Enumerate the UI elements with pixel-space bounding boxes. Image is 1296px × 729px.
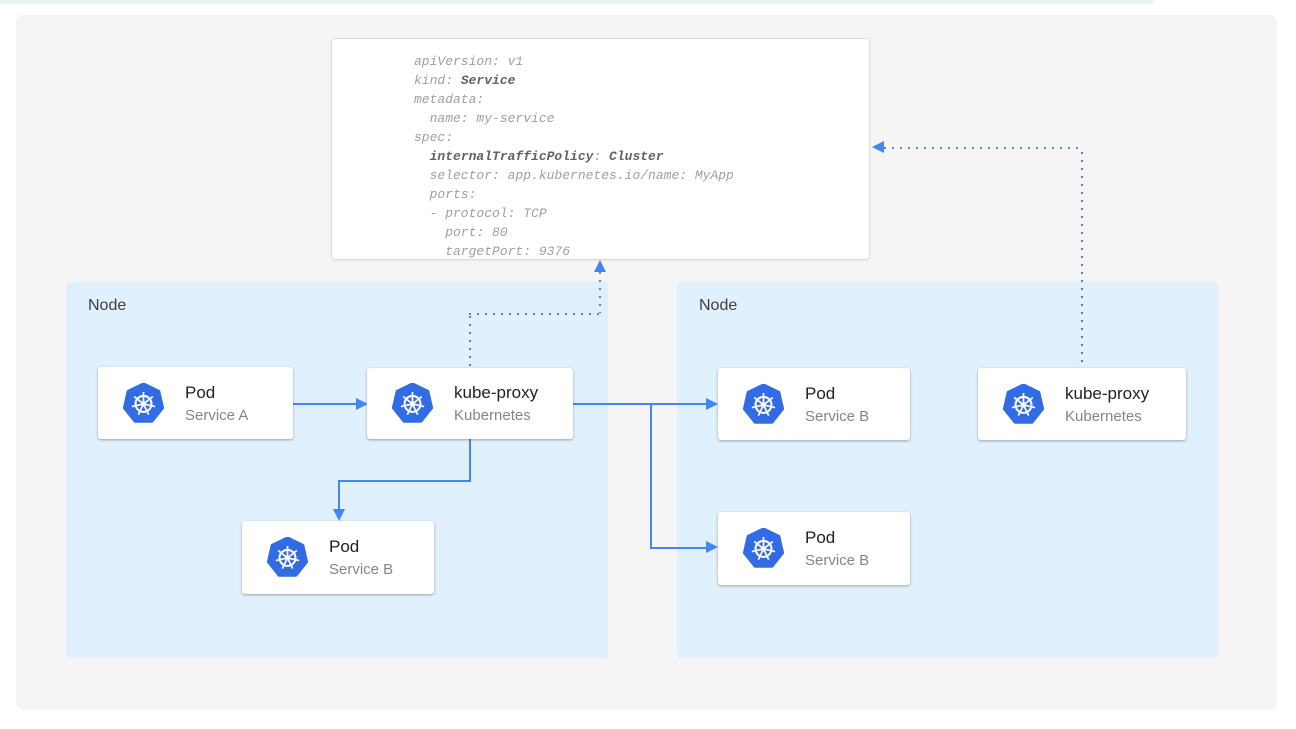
kubernetes-logo-icon xyxy=(267,537,308,577)
kubernetes-logo-icon xyxy=(743,528,784,568)
line-kubeproxy1-elbow xyxy=(338,480,471,482)
dotted-line-kubeproxy2-horizontal xyxy=(884,147,1083,149)
card-subtitle: Service B xyxy=(329,561,394,578)
dotted-line-kubeproxy2-up xyxy=(1081,152,1083,368)
line-branch-down xyxy=(650,404,652,549)
card-subtitle: Service B xyxy=(805,407,870,425)
dotted-arrowhead-to-yaml-right xyxy=(872,141,884,153)
card-title: kube-proxy xyxy=(1065,383,1150,403)
card-subtitle: Kubernetes xyxy=(454,407,531,424)
node-label: Node xyxy=(699,297,738,314)
dotted-line-kubeproxy1-up2 xyxy=(599,272,601,313)
card-pod-service-b-right-bottom: Pod Service B xyxy=(718,512,910,585)
card-pod-service-b-right-top: Pod Service B xyxy=(718,368,910,440)
arrowhead-into-pod-b-right-top xyxy=(706,398,718,410)
line-branch-right xyxy=(650,547,706,549)
card-kube-proxy-right: kube-proxy Kubernetes xyxy=(978,368,1186,440)
line-kubeproxy1-to-right-node xyxy=(573,403,706,405)
dotted-line-kubeproxy1-up xyxy=(469,316,471,368)
line-kubeproxy1-down2 xyxy=(338,480,340,510)
card-title: Pod xyxy=(805,528,836,547)
dotted-line-kubeproxy1-horizontal xyxy=(469,313,601,315)
card-title: Pod xyxy=(805,383,836,403)
kubernetes-logo-icon xyxy=(1003,383,1044,424)
node-box-right: Node xyxy=(677,282,1218,658)
arrowhead-into-kubeproxy1 xyxy=(356,398,368,410)
kubernetes-logo-icon xyxy=(392,383,433,423)
card-title: Pod xyxy=(185,382,216,402)
card-pod-service-a: Pod Service A xyxy=(98,367,293,439)
arrowhead-into-pod-b-left xyxy=(333,509,345,521)
kubernetes-logo-icon xyxy=(123,382,164,423)
card-title: Pod xyxy=(329,537,360,556)
node-label: Node xyxy=(88,297,127,314)
card-title: kube-proxy xyxy=(454,383,539,402)
arrowhead-into-pod-b-right-bottom xyxy=(706,541,718,553)
line-kubeproxy1-down xyxy=(469,439,471,482)
dotted-arrowhead-to-yaml-bottom xyxy=(594,260,606,272)
card-subtitle: Service A xyxy=(185,406,249,424)
card-kube-proxy-left: kube-proxy Kubernetes xyxy=(367,368,573,439)
card-subtitle: Kubernetes xyxy=(1065,407,1142,425)
top-divider-strip xyxy=(0,0,1153,4)
kubernetes-logo-icon xyxy=(743,383,784,424)
node-box-left: Node xyxy=(66,282,608,658)
card-subtitle: Service B xyxy=(805,552,870,569)
card-pod-service-b-left: Pod Service B xyxy=(242,521,434,594)
line-pod-a-to-kubeproxy xyxy=(293,403,357,405)
